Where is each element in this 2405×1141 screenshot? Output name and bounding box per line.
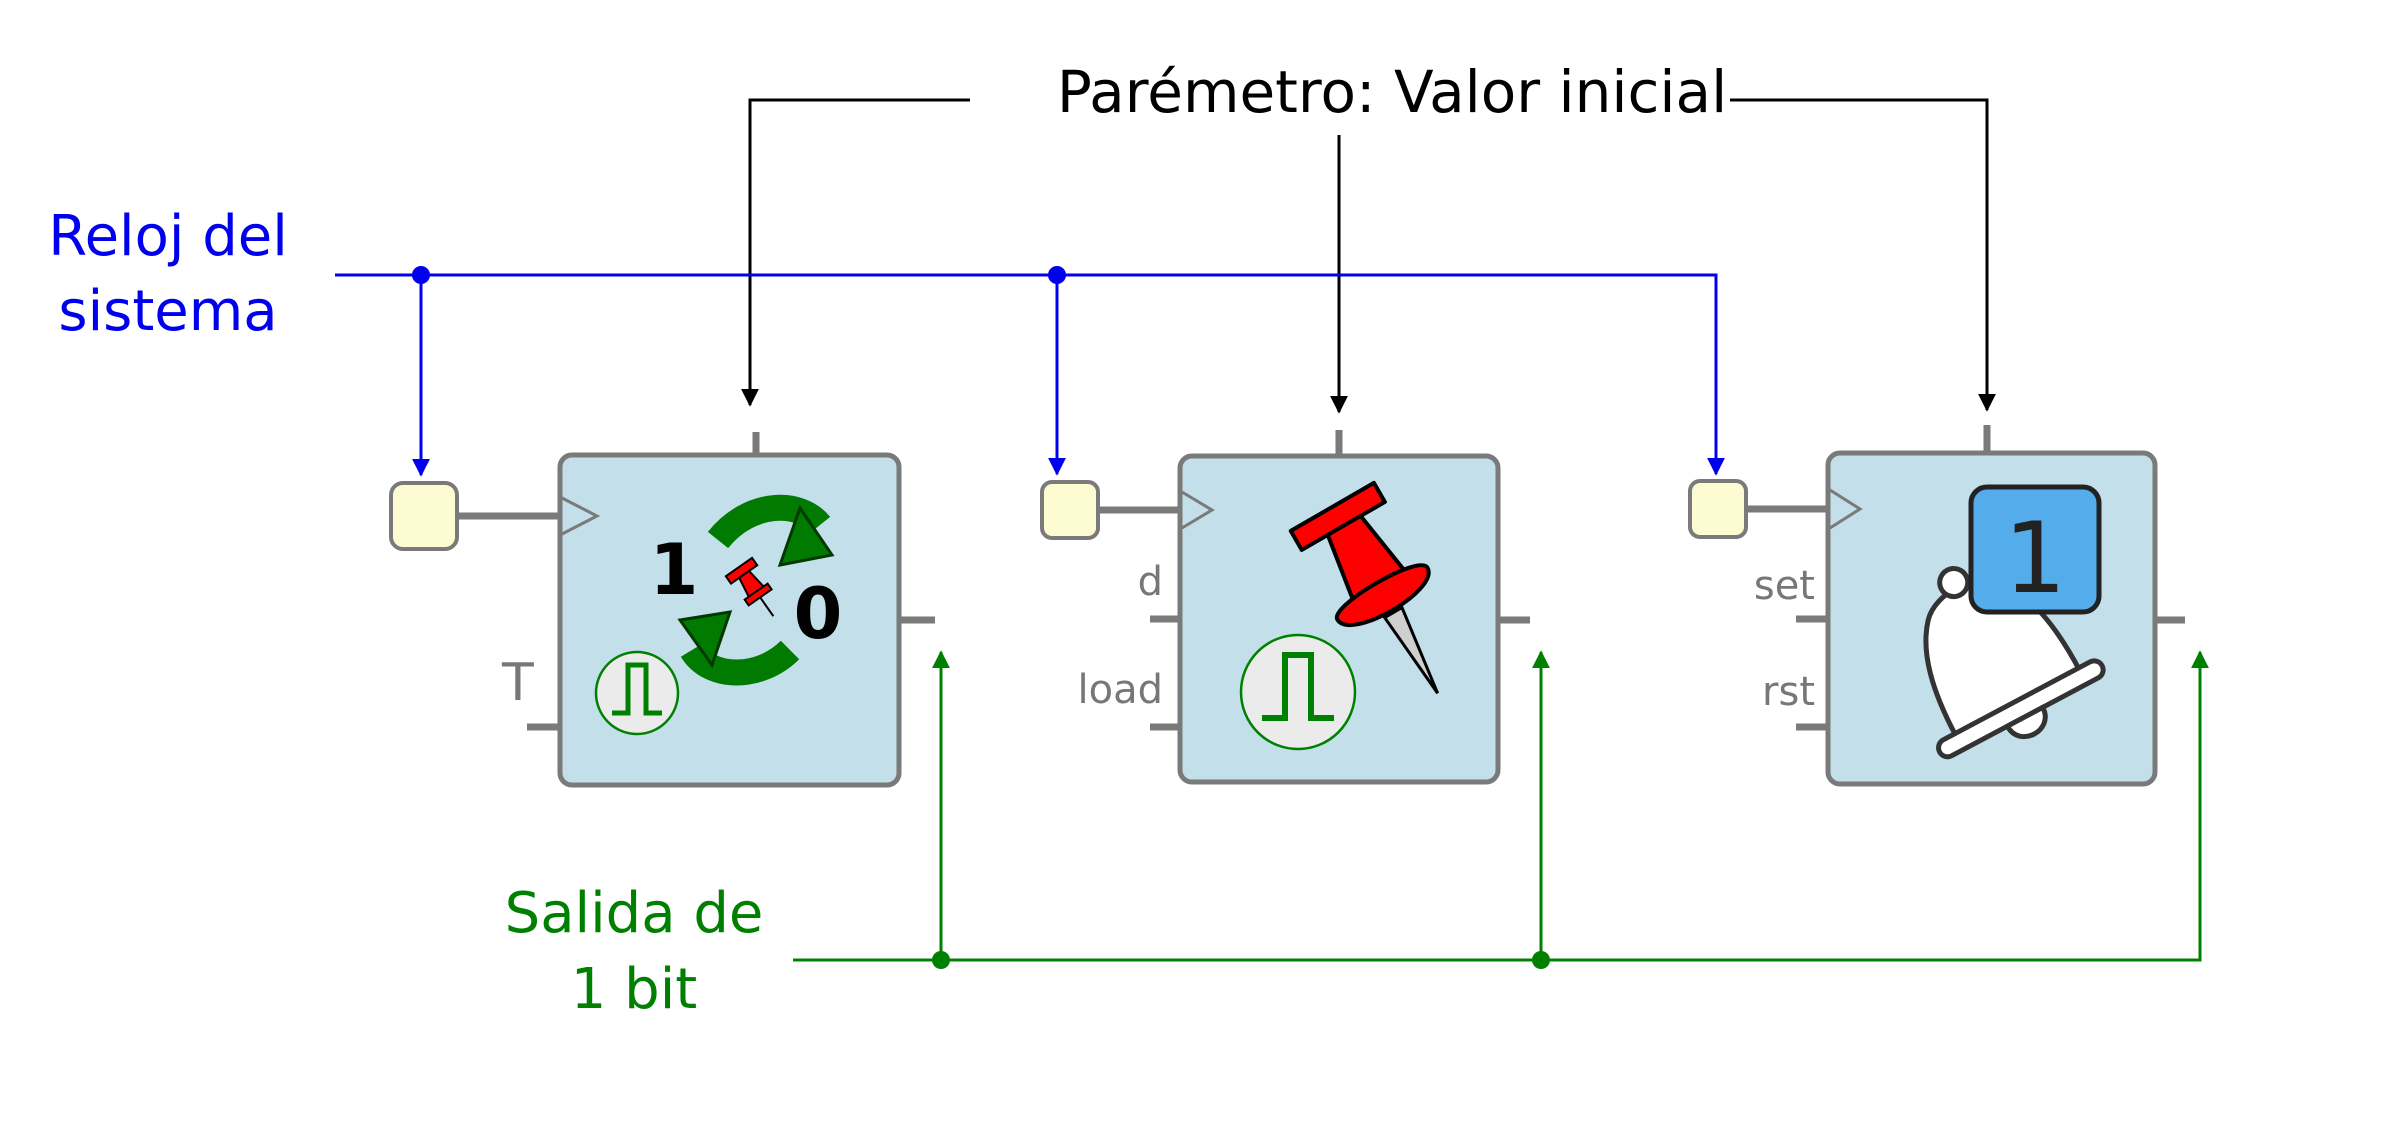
parameter-arrow-3 [1730,98,1996,412]
parameter-arrow-1 [741,98,970,407]
clock-triangle [1181,490,1215,530]
port-label-d: d [1138,559,1163,605]
clock-triangle [1829,488,1863,530]
clock-junction-2 [1048,266,1066,284]
clock-triangle [561,496,601,536]
set-reset-flipflop-block[interactable]: set rst 1 [1688,425,2185,787]
clock-label-line1: Reloj del [48,204,288,269]
clock-label-line2: sistema [58,279,277,344]
clock-input-pin-1[interactable] [389,481,459,551]
counter-badge-value: 1 [2004,502,2066,616]
port-label-rst: rst [1762,669,1815,715]
port-label-set: set [1754,563,1815,609]
clock-wires [335,273,1725,477]
clock-input-pin-3[interactable] [1688,479,1748,539]
pushpin-icon [1288,480,1439,695]
clock-input-pin-2[interactable] [1040,480,1100,540]
clock-junction-1 [412,266,430,284]
register-block[interactable]: d load [1040,430,1530,785]
output-label-line1: Salida de [505,881,764,946]
port-label-t: T [501,653,534,713]
output-label-line2: 1 bit [571,957,698,1022]
toggle-flipflop-body [557,452,902,788]
output-bus [793,650,2209,962]
toggle-digit-0: 0 [794,573,843,655]
port-label-load: load [1078,667,1164,713]
parameter-arrows [741,98,1996,414]
output-junction-2 [1532,951,1550,969]
toggle-digit-1: 1 [650,529,699,611]
bell-icon: 1 [1923,484,2106,760]
pulse-icon [1239,633,1357,751]
counter-badge [1968,484,2102,615]
output-junction-1 [932,951,950,969]
output-wires [793,650,2209,962]
parameter-label: Parémetro: Valor inicial [1057,58,1727,126]
toggle-pin-icon: 1 0 [650,494,843,686]
toggle-flipflop-block[interactable]: T 1 0 [389,432,935,788]
pulse-icon [594,650,680,736]
clock-bus [335,273,1725,476]
